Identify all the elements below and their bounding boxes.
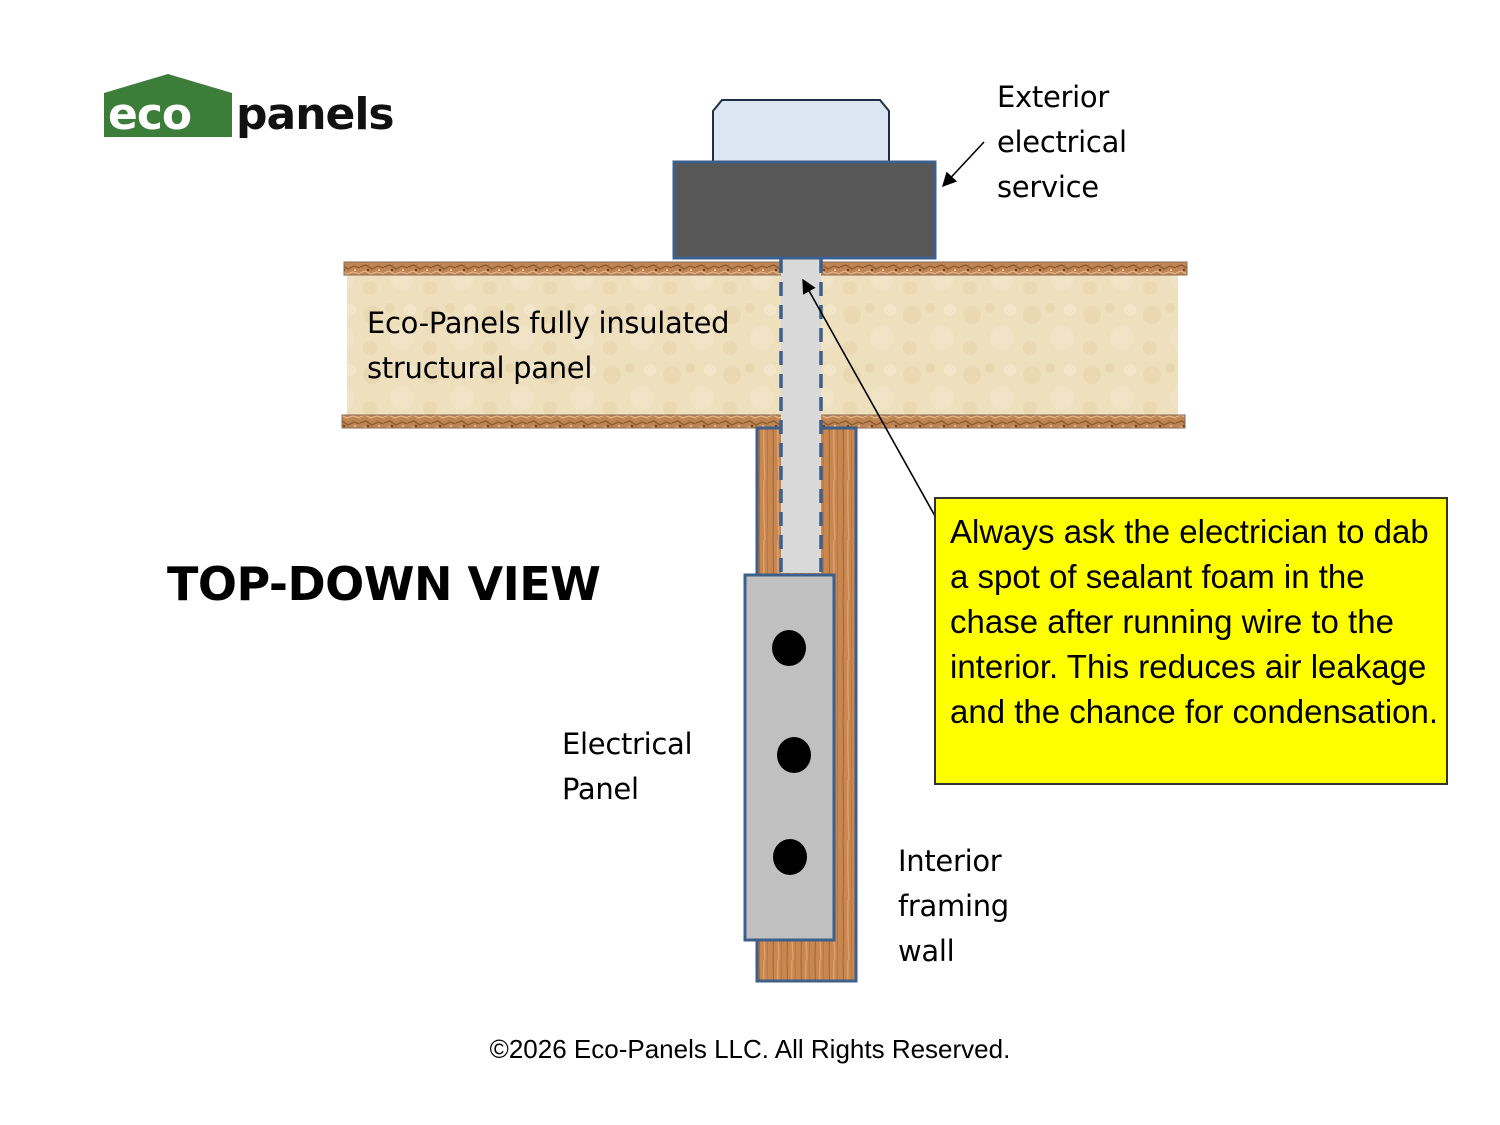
logo-panels-text: panels	[236, 89, 394, 140]
sip-panel-label: Eco-Panels fully insulated structural pa…	[367, 306, 730, 385]
electrical-panel-label: Electrical Panel	[562, 727, 693, 806]
exterior-service-label: Exterior electrical service	[997, 80, 1127, 204]
breaker-knockout-1	[772, 630, 806, 666]
sip-foam-core	[347, 275, 1178, 415]
breaker-knockout-3	[773, 839, 807, 875]
breaker-knockout-2	[777, 737, 811, 773]
callout-arrow	[802, 278, 936, 517]
meter-base	[672, 160, 937, 260]
copyright-footer: ©2026 Eco-Panels LLC. All Rights Reserve…	[489, 1034, 1011, 1064]
sip-osb-exterior-skin	[343, 261, 1188, 276]
sealant-callout-box: Always ask the electrician to dab a spot…	[934, 497, 1448, 785]
wire-chase	[781, 259, 821, 573]
sip-osb-interior-skin	[341, 414, 1186, 429]
meter-cap	[712, 99, 890, 164]
eco-panels-logo: eco panels	[104, 74, 395, 140]
view-title: TOP-DOWN VIEW	[167, 557, 601, 611]
logo-eco-text: eco	[108, 89, 191, 140]
interior-wall-label: Interior framing wall	[898, 844, 1009, 968]
exterior-service-arrow	[942, 141, 985, 188]
logo-house-shape	[104, 74, 232, 137]
